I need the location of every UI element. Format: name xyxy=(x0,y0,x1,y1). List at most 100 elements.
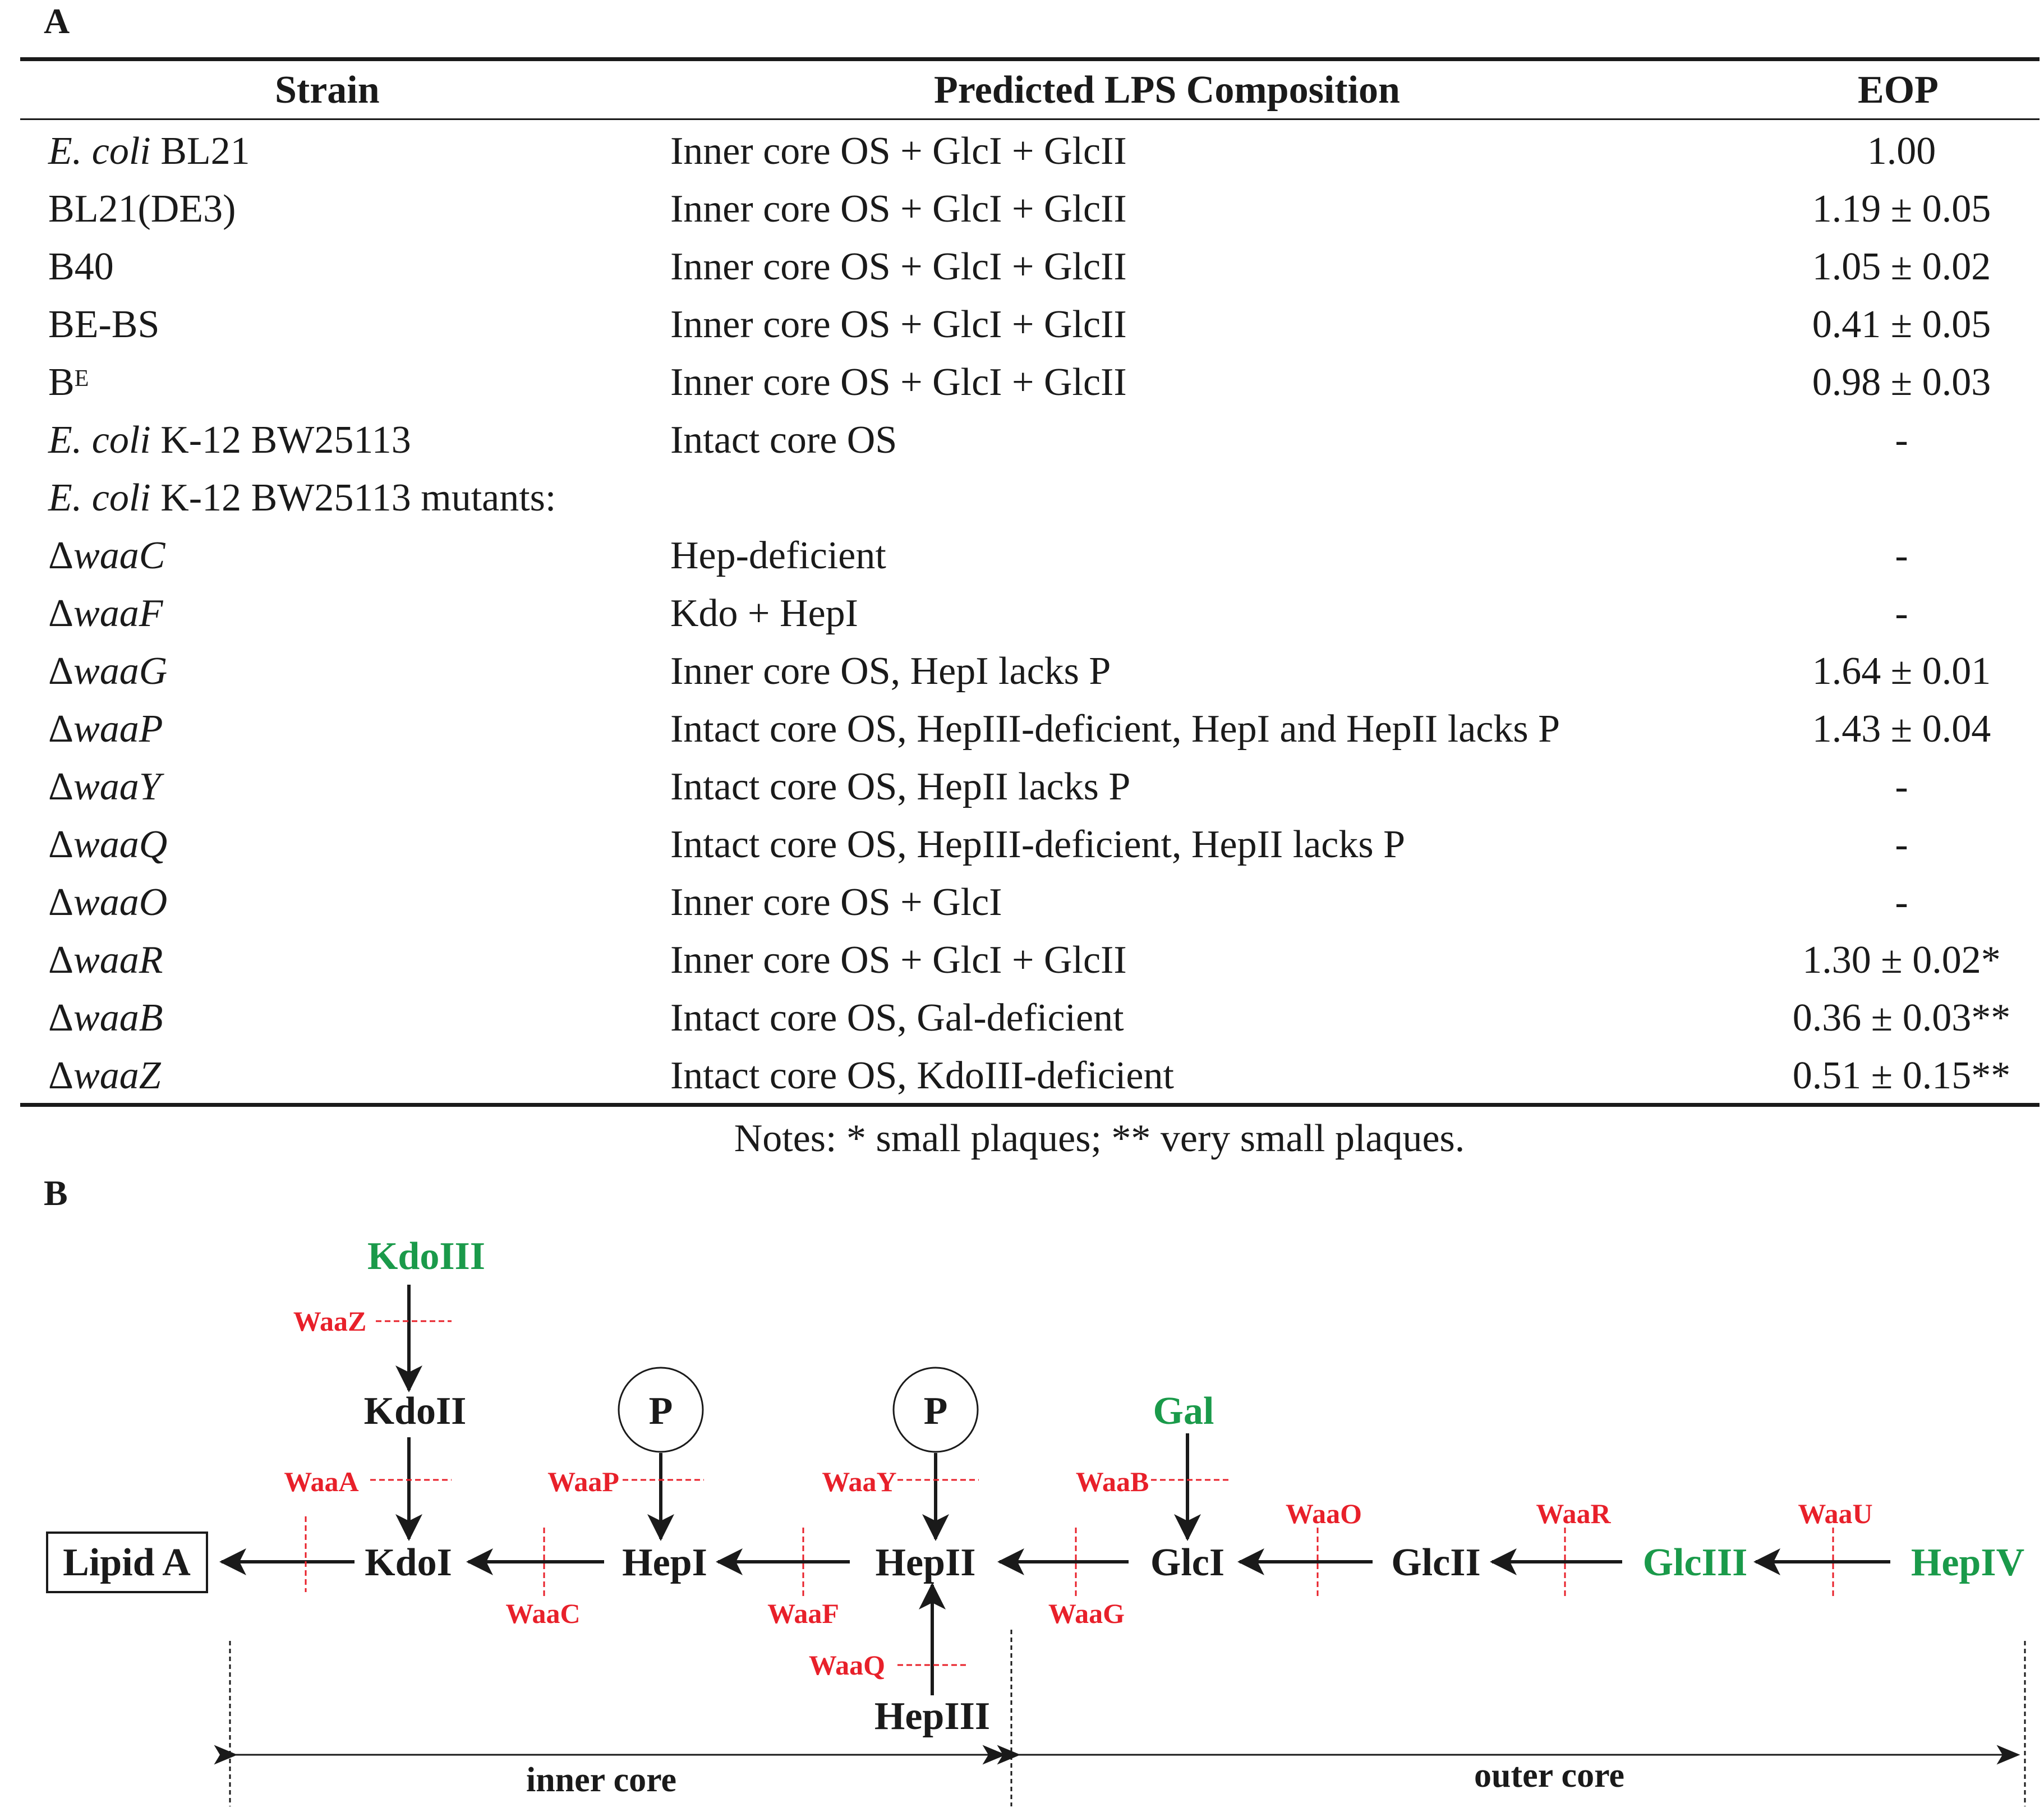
panel-a-label: A xyxy=(44,1,70,41)
hep3-node: HepIII xyxy=(874,1695,990,1738)
composition-cell: Inner core OS + GlcI + GlcII xyxy=(670,187,1127,231)
eop-value: - xyxy=(1895,418,1908,462)
eop-value: 0.36 ± 0.03** xyxy=(1792,996,2011,1040)
strain-name: Δ xyxy=(48,592,74,635)
strain-cell: B40 xyxy=(48,238,114,296)
gal-node: Gal xyxy=(1153,1390,1214,1433)
header-strain: Strain xyxy=(275,68,380,112)
table-header-rule xyxy=(20,118,2040,120)
outer-core-label: outer core xyxy=(1474,1756,1624,1795)
strain-species: E. coli xyxy=(48,476,151,519)
strain-species: E. coli xyxy=(48,130,151,173)
waac-label: WaaC xyxy=(505,1598,580,1629)
gene-name: waaO xyxy=(73,881,168,924)
gene-name: waaZ xyxy=(73,1054,161,1097)
eop-value: - xyxy=(1895,765,1908,808)
table-notes: Notes: * small plaques; ** very small pl… xyxy=(734,1117,1465,1160)
glc2-node: GlcII xyxy=(1391,1541,1480,1584)
phosphate-2: P xyxy=(924,1390,948,1433)
strain-cell: BL21(DE3) xyxy=(48,180,236,238)
table-row: ΔwaaQ Intact core OS, HepIII-deficient, H… xyxy=(0,816,2044,873)
eop-value: 1.19 ± 0.05 xyxy=(1812,187,1991,231)
eop-value: 1.43 ± 0.04 xyxy=(1812,707,1991,751)
hep4-node: HepIV xyxy=(1911,1541,2024,1584)
composition-cell: Intact core OS xyxy=(670,418,897,462)
glc3-node: GlcIII xyxy=(1643,1541,1748,1584)
eop-value: 1.05 ± 0.02 xyxy=(1812,245,1991,288)
strain-cell: E. coli BL21 xyxy=(48,122,250,180)
composition-cell: Intact core OS, HepIII-deficient, HepI a… xyxy=(670,707,1560,751)
strain-cell: BE-BS xyxy=(48,296,159,353)
strain-species: E. coli xyxy=(48,418,151,462)
strain-name: Δ xyxy=(48,996,74,1040)
eop-value: 1.30 ± 0.02* xyxy=(1802,939,2001,982)
composition-cell: Intact core OS, HepIII-deficient, HepII … xyxy=(670,823,1406,866)
table-row: ΔwaaR Inner core OS + GlcI + GlcII 1.30 ± … xyxy=(0,931,2044,989)
strain-cell: ΔwaaC xyxy=(48,527,165,585)
composition-cell: Inner core OS + GlcI + GlcII xyxy=(670,361,1127,404)
eop-value: - xyxy=(1895,592,1908,635)
waaa-label: WaaA xyxy=(284,1466,358,1497)
gene-name: waaC xyxy=(73,534,165,577)
waaf-label: WaaF xyxy=(767,1598,839,1629)
gene-name: waaG xyxy=(73,650,168,693)
table-row: ΔwaaP Intact core OS, HepIII-deficient, H… xyxy=(0,700,2044,758)
strain-cell: ΔwaaG xyxy=(48,642,167,700)
strain-name: Δ xyxy=(48,881,74,924)
waau-label: WaaU xyxy=(1798,1498,1872,1529)
strain-name: Δ xyxy=(48,1054,74,1097)
inner-core-label: inner core xyxy=(526,1761,676,1799)
strain-cell: ΔwaaZ xyxy=(48,1047,161,1105)
phosphate-circle-2 xyxy=(892,1367,979,1453)
strain-name: Δ xyxy=(48,707,74,751)
waaq-label: WaaQ xyxy=(809,1649,885,1681)
composition-cell: Intact core OS, HepII lacks P xyxy=(670,765,1131,808)
strain-name: Δ xyxy=(48,765,74,808)
waaz-label: WaaZ xyxy=(293,1305,367,1337)
composition-cell: Intact core OS, KdoIII-deficient xyxy=(670,1054,1174,1097)
composition-cell: Inner core OS, HepI lacks P xyxy=(670,650,1111,693)
strain-name: Δ xyxy=(48,823,74,866)
strain-cell: ΔwaaO xyxy=(48,873,167,931)
strain-cell: E. coli K-12 BW25113 mutants: xyxy=(48,469,556,527)
eop-value: 0.51 ± 0.15** xyxy=(1792,1054,2011,1097)
gene-name: waaY xyxy=(73,765,161,808)
table-row: E. coli K-12 BW25113 mutants: xyxy=(0,469,2044,527)
strain-name: Δ xyxy=(48,534,74,577)
hep1-node: HepI xyxy=(622,1541,707,1584)
table-top-rule xyxy=(20,57,2040,61)
composition-cell: Inner core OS + GlcI + GlcII xyxy=(670,939,1127,982)
strain-cell: ΔwaaP xyxy=(48,700,163,758)
composition-cell: Hep-deficient xyxy=(670,534,886,577)
hep2-node: HepII xyxy=(876,1541,976,1584)
eop-value: - xyxy=(1895,881,1908,924)
gene-name: waaR xyxy=(73,939,163,982)
gene-name: waaP xyxy=(73,707,163,751)
waap-label: WaaP xyxy=(547,1466,619,1497)
strain-name: BL21(DE3) xyxy=(48,187,236,231)
composition-cell: Intact core OS, Gal-deficient xyxy=(670,996,1124,1040)
gene-name: waaB xyxy=(73,996,163,1040)
strain-cell: ΔwaaF xyxy=(48,585,163,642)
waab-label: WaaB xyxy=(1076,1466,1149,1497)
gene-name: waaQ xyxy=(73,823,168,866)
waar-label: WaaR xyxy=(1536,1498,1611,1529)
gene-name: waaF xyxy=(73,592,163,635)
strain-name: B xyxy=(48,361,75,404)
strain-cell: ΔwaaR xyxy=(48,931,163,989)
header-eop: EOP xyxy=(1858,68,1939,112)
eop-value: - xyxy=(1895,823,1908,866)
eop-value: 0.98 ± 0.03 xyxy=(1812,361,1991,404)
glc1-node: GlcI xyxy=(1150,1541,1224,1584)
composition-cell: Inner core OS + GlcI + GlcII xyxy=(670,303,1127,346)
panel-b-label: B xyxy=(44,1173,68,1213)
lipid-a-box xyxy=(46,1532,208,1593)
